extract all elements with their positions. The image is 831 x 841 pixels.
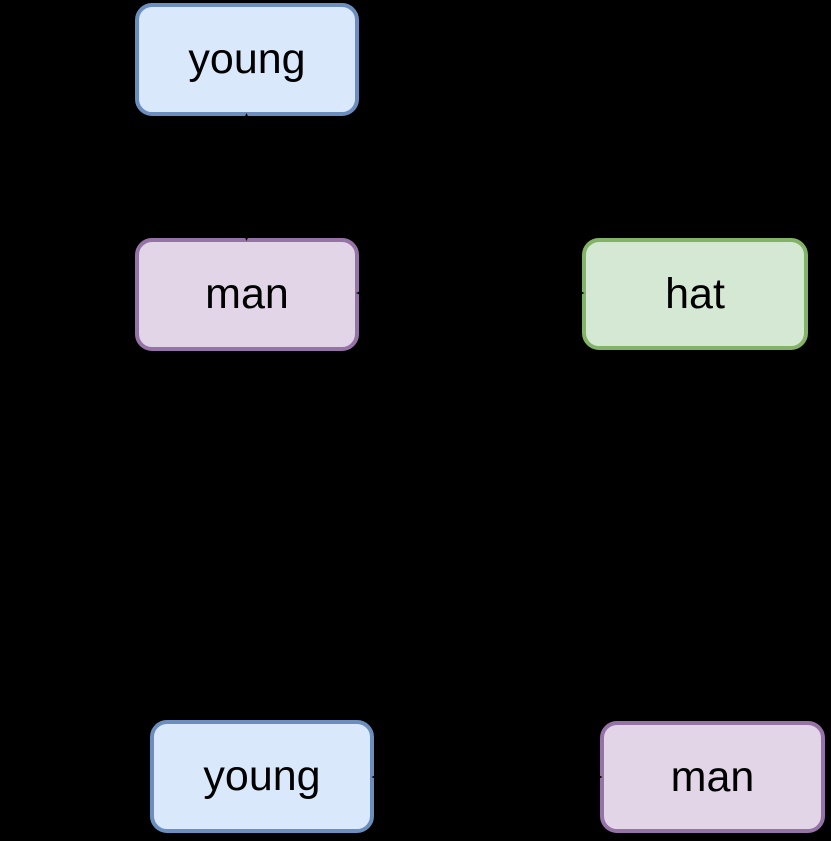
- node-label: hat: [665, 269, 725, 318]
- node-label: man: [670, 752, 755, 801]
- edge-man-to-hat: [356, 288, 585, 298]
- node-hat: hat: [582, 238, 808, 350]
- edge-young-to-man: [242, 113, 251, 241]
- node-label: young: [203, 752, 321, 800]
- node-young-top: young: [135, 3, 359, 116]
- node-young-bottom: young: [150, 720, 374, 833]
- node-man-middle: man: [135, 238, 359, 351]
- node-man-bottom: man: [600, 721, 825, 833]
- node-label: young: [188, 35, 306, 83]
- edge-young-to-man-bottom: [371, 772, 603, 782]
- node-label: man: [205, 270, 289, 318]
